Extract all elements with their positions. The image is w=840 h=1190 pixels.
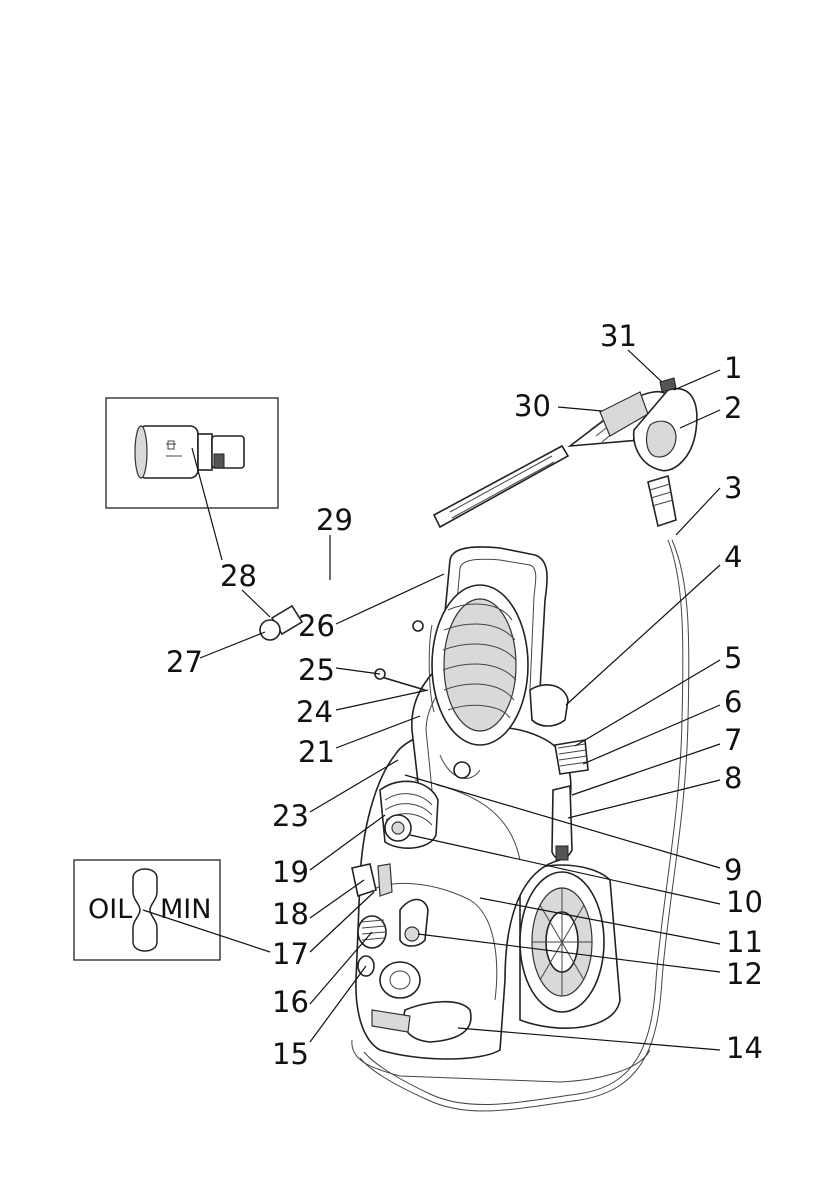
callout-30: 30 (514, 389, 551, 423)
callout-26: 26 (298, 609, 335, 643)
callout-18: 18 (272, 897, 309, 931)
callout-19: 19 (272, 855, 309, 889)
callout-14: 14 (726, 1031, 763, 1065)
spray-gun-assembly (259, 377, 698, 641)
callout-17: 17 (272, 937, 309, 971)
callout-2: 2 (724, 391, 742, 425)
oil-label: OIL (88, 894, 132, 925)
callout-23: 23 (272, 799, 309, 833)
min-label: MIN (160, 894, 211, 925)
leader-lines (142, 349, 721, 1051)
callout-31: 31 (600, 319, 637, 353)
callout-24: 24 (296, 695, 333, 729)
callout-21: 21 (298, 735, 335, 769)
callout-6: 6 (724, 685, 742, 719)
callout-11: 11 (726, 925, 763, 959)
nozzle-detail-inset (105, 397, 279, 509)
callout-28: 28 (220, 559, 257, 593)
callout-9: 9 (724, 853, 742, 887)
callout-27: 27 (166, 645, 203, 679)
callout-15: 15 (272, 1037, 309, 1071)
callout-10: 10 (726, 885, 763, 919)
callout-25: 25 (298, 653, 335, 687)
callout-7: 7 (724, 723, 742, 757)
callout-1: 1 (724, 351, 742, 385)
callout-12: 12 (726, 957, 763, 991)
callout-29: 29 (316, 503, 353, 537)
callout-3: 3 (724, 471, 742, 505)
pressure-washer-machine (351, 539, 690, 1112)
callout-5: 5 (724, 641, 742, 675)
callout-4: 4 (724, 540, 742, 574)
callout-labels: 31 1 30 2 3 29 4 28 26 27 5 25 6 24 7 21… (166, 319, 763, 1071)
callout-8: 8 (724, 761, 742, 795)
oil-level-inset: OIL MIN (73, 859, 221, 961)
callout-16: 16 (272, 985, 309, 1019)
